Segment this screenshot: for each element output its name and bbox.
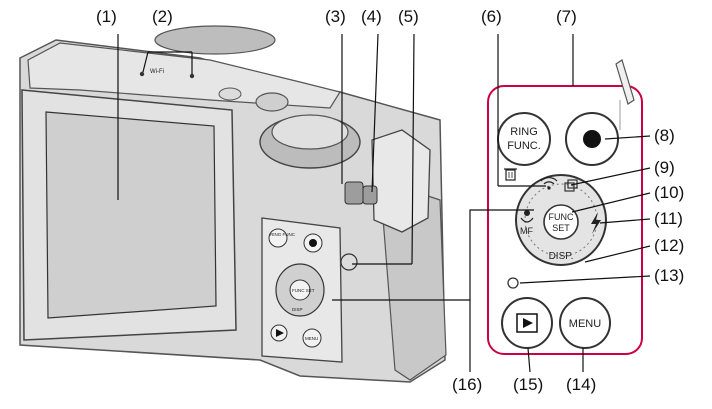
small-ring-func-label: RING FUNC bbox=[270, 232, 296, 237]
leader-5 bbox=[411, 33, 415, 265]
callout-labels: (1) (2) (3) (4) (5) (6) (7) (8) (9) (10)… bbox=[96, 7, 684, 394]
leader-12 bbox=[584, 245, 651, 263]
power-button bbox=[218, 87, 242, 101]
leader-8 bbox=[604, 135, 651, 140]
callout-10: (10) bbox=[654, 183, 684, 202]
playback-icon bbox=[523, 318, 533, 328]
callout-12: (12) bbox=[654, 236, 684, 255]
small-func-set-label: FUNC SET bbox=[292, 288, 315, 293]
usb-terminal bbox=[362, 185, 378, 205]
callout-11: (11) bbox=[654, 209, 683, 228]
callout-9: (9) bbox=[654, 158, 675, 177]
indicator-lamp-icon bbox=[507, 277, 519, 289]
hdmi-terminal bbox=[344, 181, 364, 205]
callout-6: (6) bbox=[481, 7, 502, 26]
microphone-left bbox=[139, 71, 145, 77]
strap-loop bbox=[615, 59, 635, 105]
callout-7: (7) bbox=[556, 7, 577, 26]
trash-icon bbox=[504, 168, 517, 181]
leader-16 bbox=[469, 209, 534, 372]
mf-label: MF bbox=[520, 226, 533, 236]
leader-9 bbox=[570, 167, 651, 186]
func-set-label-line2: SET bbox=[552, 223, 570, 233]
callout-3: (3) bbox=[325, 7, 346, 26]
leader-2 bbox=[142, 51, 193, 74]
small-ring-func-button bbox=[268, 228, 288, 248]
small-record-dot bbox=[309, 239, 317, 247]
small-play-icon bbox=[276, 329, 284, 337]
callout-2: (2) bbox=[152, 7, 173, 26]
callout-8: (8) bbox=[654, 126, 675, 145]
macro-flower-icon bbox=[520, 210, 534, 223]
func-set-button[interactable] bbox=[543, 204, 579, 240]
ring-func-label-line2: FUNC. bbox=[507, 140, 541, 152]
camera-wifi-label: Wi-Fi bbox=[150, 69, 164, 75]
callout-15: (15) bbox=[513, 375, 543, 394]
small-menu-button bbox=[302, 328, 322, 348]
leader-15 bbox=[527, 347, 531, 373]
mode-dial-top bbox=[271, 114, 349, 150]
strap-mount bbox=[340, 253, 358, 271]
menu-button[interactable] bbox=[559, 297, 611, 349]
menu-button-label: MENU bbox=[569, 318, 601, 330]
microphone-right bbox=[189, 73, 195, 79]
ring-func-label-line1: RING bbox=[510, 126, 538, 138]
leader-13 bbox=[519, 275, 651, 284]
callout-4: (4) bbox=[361, 7, 382, 26]
small-disp-label: DISP bbox=[292, 307, 303, 312]
leader-11 bbox=[599, 218, 651, 224]
flash-icon bbox=[591, 212, 601, 234]
callout-13: (13) bbox=[654, 266, 684, 285]
terminal-cover bbox=[371, 129, 431, 233]
top-dial bbox=[154, 25, 276, 55]
disp-label: DISP. bbox=[549, 251, 574, 262]
callout-1: (1) bbox=[96, 7, 117, 26]
func-set-label-line1: FUNC bbox=[549, 212, 574, 222]
leader-lines bbox=[117, 33, 651, 373]
camera-top-plate bbox=[27, 42, 341, 109]
ring-func-button[interactable] bbox=[497, 112, 551, 166]
small-func-set-button bbox=[289, 279, 311, 301]
small-menu-label: MENU bbox=[305, 336, 318, 341]
wifi-icon bbox=[540, 177, 558, 190]
lcd-screen bbox=[45, 111, 217, 319]
camera-illustration: Wi-Fi RING FUNC FUNC SET DISP MENU bbox=[19, 25, 447, 383]
zoomed-controls: RING FUNC. FUNC SET bbox=[487, 59, 643, 355]
callout-16: (16) bbox=[452, 375, 482, 394]
leader-10 bbox=[571, 192, 651, 213]
callout-14: (14) bbox=[566, 375, 596, 394]
shutter-button bbox=[255, 92, 289, 112]
movie-record-icon bbox=[583, 130, 601, 148]
leader-4 bbox=[371, 33, 379, 193]
callout-5: (5) bbox=[398, 7, 419, 26]
